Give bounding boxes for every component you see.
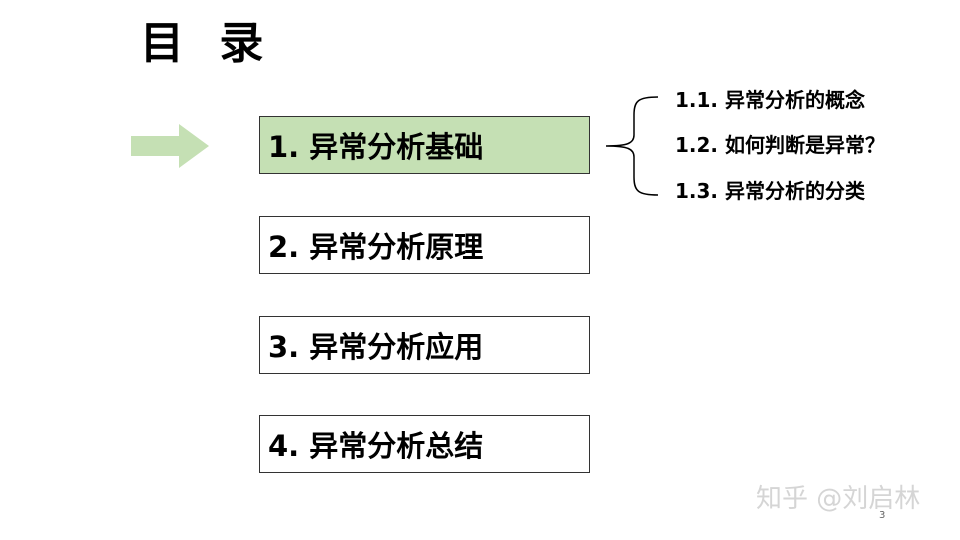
watermark: 知乎 @刘启林 [756, 484, 921, 514]
menu-item-principles[interactable]: 2. 异常分析原理 [259, 216, 590, 274]
menu-item-applications[interactable]: 3. 异常分析应用 [259, 316, 590, 374]
subsection-item-concept[interactable]: 1.1. 异常分析的概念 [675, 88, 865, 112]
slide-title: 目 录 [140, 18, 274, 69]
menu-item-summary[interactable]: 4. 异常分析总结 [259, 415, 590, 473]
menu-item-label: 2. 异常分析原理 [268, 230, 484, 264]
right-arrow-icon [131, 124, 209, 168]
subsection-item-classification[interactable]: 1.3. 异常分析的分类 [675, 179, 865, 203]
curly-brace-icon [605, 96, 659, 196]
page-number: 3 [879, 510, 886, 521]
menu-item-label: 1. 异常分析基础 [268, 130, 484, 164]
menu-item-label: 3. 异常分析应用 [268, 330, 484, 364]
menu-item-basics[interactable]: 1. 异常分析基础 [259, 116, 590, 174]
menu-item-label: 4. 异常分析总结 [268, 429, 484, 463]
subsection-item-judgement[interactable]: 1.2. 如何判断是异常？ [675, 133, 885, 157]
